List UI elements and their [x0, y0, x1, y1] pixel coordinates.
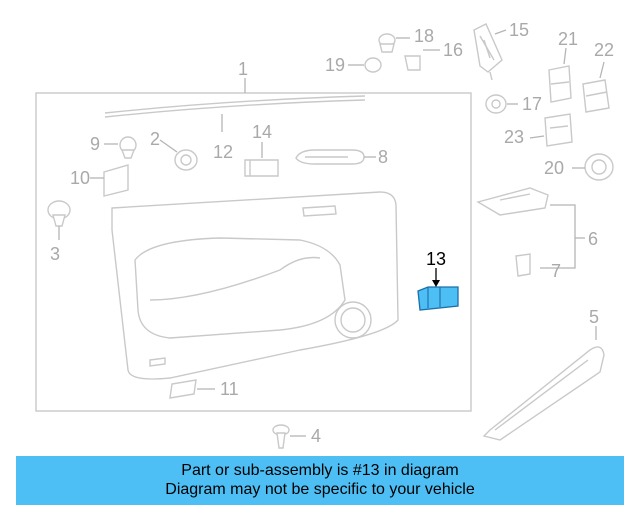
switch-part-22: 22	[582, 40, 614, 113]
callout-23: 23	[504, 127, 524, 147]
clip-part-7: 7	[515, 253, 561, 281]
clip-part-9: 9	[90, 134, 137, 159]
callout-20: 20	[544, 158, 564, 178]
callout-5: 5	[589, 307, 599, 327]
banner-line-1: Part or sub-assembly is #13 in diagram	[181, 462, 459, 479]
parts-diagram: 1 12 9 2 14 8 10	[35, 20, 614, 449]
callout-17: 17	[522, 94, 542, 114]
callout-10: 10	[70, 168, 90, 188]
belt-molding-strip: 12	[104, 95, 366, 162]
clip-part-18: 18	[378, 26, 434, 53]
callout-14: 14	[252, 122, 272, 142]
bracket-part-14: 14	[244, 122, 279, 177]
inside-handle-part-8: 8	[295, 147, 388, 167]
callout-4: 4	[311, 426, 321, 446]
bezel-part-6: 6	[476, 187, 598, 269]
callout-21: 21	[558, 29, 578, 49]
highlighted-part-13-switch: 13	[417, 249, 459, 311]
callout-7: 7	[551, 261, 561, 281]
callout-1: 1	[238, 59, 248, 79]
callout-8: 8	[378, 147, 388, 167]
switch-part-23: 23	[504, 113, 573, 147]
callout-15: 15	[509, 20, 529, 40]
assembly-frame	[35, 92, 472, 412]
callout-12: 12	[213, 142, 233, 162]
speaker-part-20: 20	[544, 153, 614, 181]
callout-6: 6	[588, 229, 598, 249]
callout-3: 3	[50, 244, 60, 264]
callout-2: 2	[150, 129, 160, 149]
switch-part-21: 21	[548, 29, 578, 103]
grommet-part-2: 2	[150, 129, 198, 171]
nut-part-17: 17	[485, 94, 542, 114]
plug-part-11: 11	[169, 379, 239, 399]
callout-13: 13	[426, 249, 446, 269]
callout-18: 18	[414, 26, 434, 46]
clip-part-16: 16	[404, 40, 463, 71]
mirror-trim-part-15: 15	[473, 20, 529, 81]
clip-part-19: 19	[325, 55, 382, 75]
bracket-part-10: 10	[70, 164, 129, 197]
callout-16: 16	[443, 40, 463, 60]
armrest-part-5: 5	[482, 307, 605, 441]
callout-22: 22	[594, 40, 614, 60]
pushpin-part-3: 3	[47, 200, 71, 264]
info-banner: Part or sub-assembly is #13 in diagram D…	[16, 456, 624, 505]
screw-part-4: 4	[272, 424, 321, 449]
banner-line-2: Diagram may not be specific to your vehi…	[165, 481, 475, 498]
callout-9: 9	[90, 134, 100, 154]
callout-19: 19	[325, 55, 345, 75]
callout-11: 11	[220, 379, 239, 399]
door-trim-panel	[111, 191, 399, 380]
